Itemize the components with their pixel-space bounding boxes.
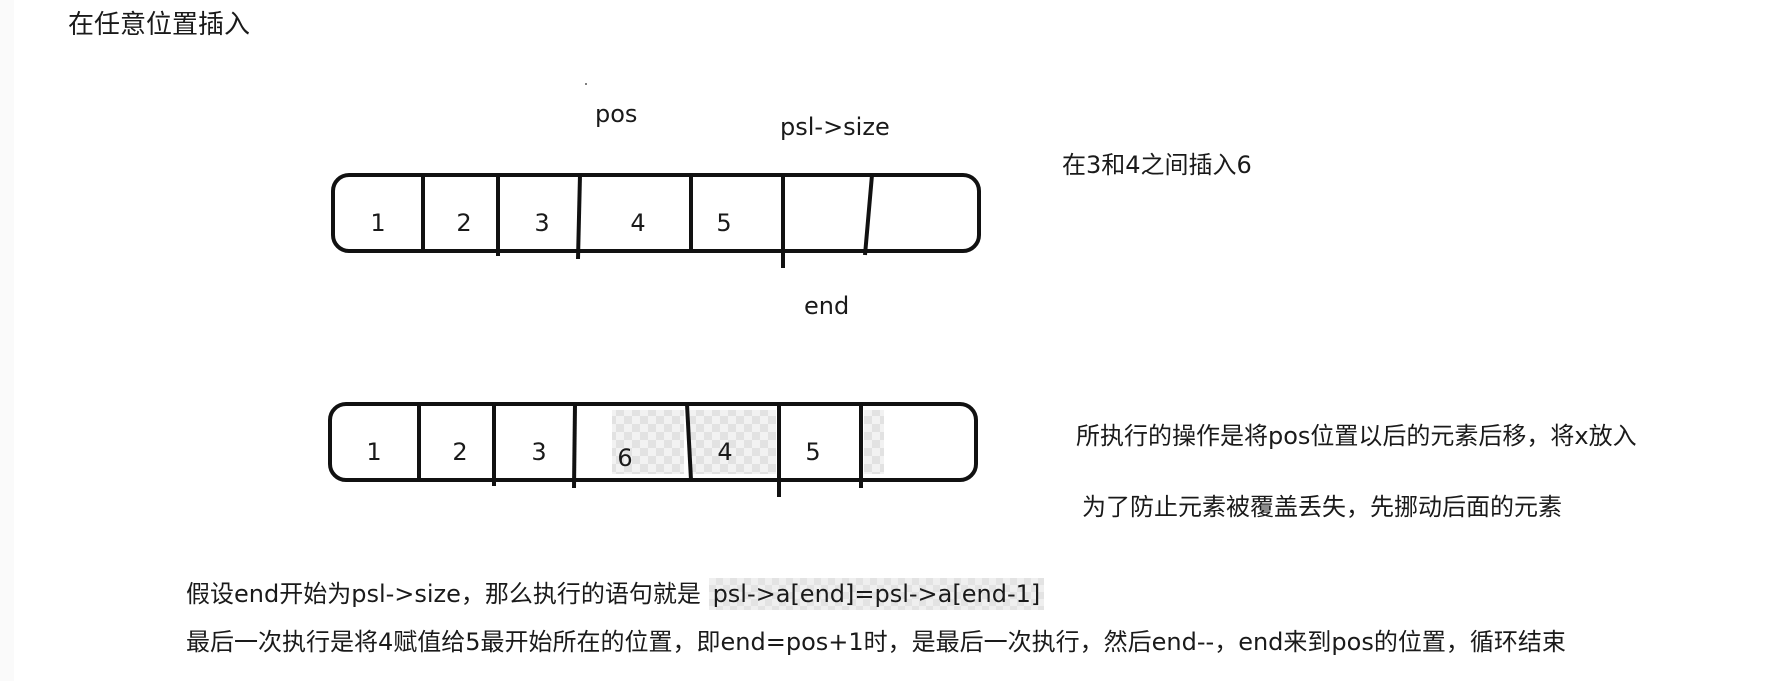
- array-after: 1 2 3 6 4 5: [328, 402, 978, 497]
- divider: [685, 403, 693, 481]
- array-cell: 1: [366, 438, 381, 466]
- array-after-frame: [328, 402, 978, 482]
- explanation-line-2: 最后一次执行是将4赋值给5最开始所在的位置，即end=pos+1时，是最后一次执…: [186, 628, 1566, 656]
- shifted-cell-highlight: [612, 410, 684, 474]
- divider: [576, 174, 582, 260]
- code-statement: psl->a[end]=psl->a[end-1]: [709, 578, 1045, 610]
- array-cell: 4: [630, 209, 645, 237]
- pos-label: pos: [595, 100, 638, 128]
- stray-dot: [585, 83, 587, 85]
- explanation-line-1: 假设end开始为psl->size，那么执行的语句就是 psl->a[end]=…: [186, 580, 1044, 608]
- array-cell: 4: [717, 438, 732, 466]
- overwrite-note: 为了防止元素被覆盖丢失，先挪动后面的元素: [1082, 493, 1562, 521]
- page-title: 在任意位置插入: [68, 10, 251, 40]
- array-cell: 1: [370, 209, 385, 237]
- size-label: psl->size: [780, 113, 890, 141]
- array-cell: 6: [617, 444, 632, 472]
- operation-note: 所执行的操作是将pos位置以后的元素后移，将x放入: [1076, 422, 1637, 450]
- divider: [572, 403, 577, 489]
- array-cell: 5: [716, 209, 731, 237]
- array-before-frame: [331, 173, 981, 253]
- array-cell: 5: [805, 438, 820, 466]
- array-cell: 3: [531, 438, 546, 466]
- page-margin: [0, 0, 14, 681]
- array-cell: 2: [452, 438, 467, 466]
- explanation-line-1-text: 假设end开始为psl->size，那么执行的语句就是: [186, 580, 709, 608]
- array-cell: 3: [534, 209, 549, 237]
- array-before: 1 2 3 4 5: [331, 83, 981, 268]
- shifted-cell-highlight: [864, 410, 884, 474]
- insert-note: 在3和4之间插入6: [1062, 151, 1252, 179]
- end-label: end: [804, 292, 850, 320]
- shifted-cell-highlight: [690, 410, 776, 474]
- array-cell: 2: [456, 209, 471, 237]
- divider: [863, 174, 874, 256]
